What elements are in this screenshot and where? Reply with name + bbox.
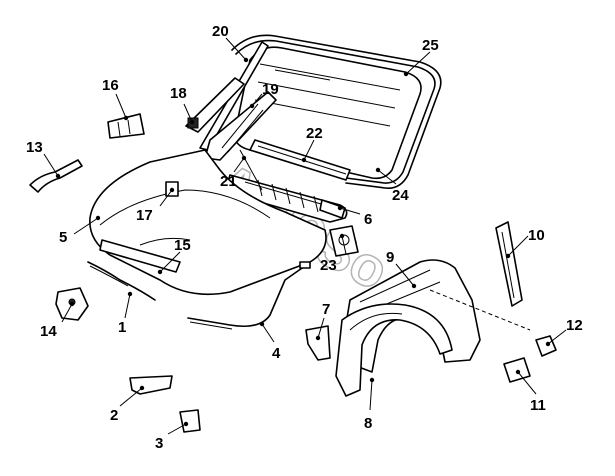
- callout-label-6: 6: [364, 211, 372, 228]
- callout-8: 8: [364, 377, 375, 432]
- callout-label-25: 25: [422, 37, 439, 54]
- assembly-dashed-line: [429, 289, 531, 331]
- callout-2: 2: [110, 385, 145, 424]
- callout-18: 18: [170, 85, 195, 125]
- callout-19: 19: [249, 81, 279, 109]
- callout-label-13: 13: [26, 139, 43, 156]
- callout-22: 22: [301, 125, 323, 163]
- callout-label-3: 3: [155, 435, 163, 452]
- callout-label-22: 22: [306, 125, 323, 142]
- callout-14: 14: [40, 301, 75, 340]
- callout-label-5: 5: [59, 229, 67, 246]
- callout-4: 4: [259, 321, 281, 362]
- callout-5: 5: [59, 215, 101, 246]
- callout-label-1: 1: [118, 319, 126, 336]
- callout-label-23: 23: [320, 257, 337, 274]
- callout-21: 21: [220, 155, 247, 190]
- callout-label-16: 16: [102, 77, 119, 94]
- callout-label-10: 10: [528, 227, 545, 244]
- callout-17: 17: [136, 187, 175, 224]
- callout-10: 10: [505, 227, 545, 259]
- callout-label-11: 11: [530, 397, 546, 414]
- fender-side-trim: [495, 221, 523, 307]
- windshield-seal: [231, 34, 442, 190]
- fender-mount-bracket: [305, 325, 331, 361]
- callout-25: 25: [403, 37, 439, 77]
- callout-label-2: 2: [110, 407, 118, 424]
- cowl-scuttle-panel: [224, 149, 348, 223]
- hood: [89, 149, 327, 296]
- callout-label-17: 17: [136, 207, 153, 224]
- callout-16: 16: [102, 77, 129, 121]
- latch-bracket: [329, 225, 359, 257]
- callout-label-8: 8: [364, 415, 372, 432]
- callout-label-18: 18: [170, 85, 187, 102]
- hood-hinge: [107, 113, 145, 139]
- callout-13: 13: [26, 139, 61, 179]
- callout-20: 20: [212, 23, 249, 63]
- cowl-end-cap: [319, 199, 346, 219]
- callout-label-4: 4: [272, 345, 281, 362]
- callout-label-9: 9: [386, 249, 394, 266]
- callout-label-15: 15: [174, 237, 191, 254]
- callout-15: 15: [157, 237, 191, 275]
- callout-24: 24: [375, 167, 409, 204]
- callout-label-21: 21: [220, 173, 237, 190]
- callout-1: 1: [118, 291, 133, 336]
- hood-seal-strip: [99, 239, 181, 273]
- windshield-glass: [233, 46, 422, 180]
- callout-label-7: 7: [322, 301, 330, 318]
- wheel-arch-liner: [335, 303, 453, 397]
- hood-release-rod: [187, 261, 311, 330]
- callout-label-12: 12: [566, 317, 583, 334]
- callout-label-19: 19: [262, 81, 279, 98]
- callout-7: 7: [315, 301, 330, 341]
- small-clip: [179, 409, 201, 433]
- callout-23: 23: [320, 233, 347, 274]
- lower-bracket: [129, 375, 173, 395]
- side-marker-lamp: [535, 335, 557, 357]
- callout-3: 3: [155, 421, 189, 452]
- lamp-lens: [503, 357, 531, 383]
- callout-12: 12: [545, 317, 583, 347]
- hood-release-cable: [87, 261, 156, 301]
- callout-6: 6: [337, 205, 372, 228]
- callout-9: 9: [386, 249, 417, 289]
- callout-label-20: 20: [212, 23, 229, 40]
- callout-11: 11: [515, 369, 546, 414]
- callout-label-24: 24: [392, 187, 409, 204]
- callout-label-14: 14: [40, 323, 57, 340]
